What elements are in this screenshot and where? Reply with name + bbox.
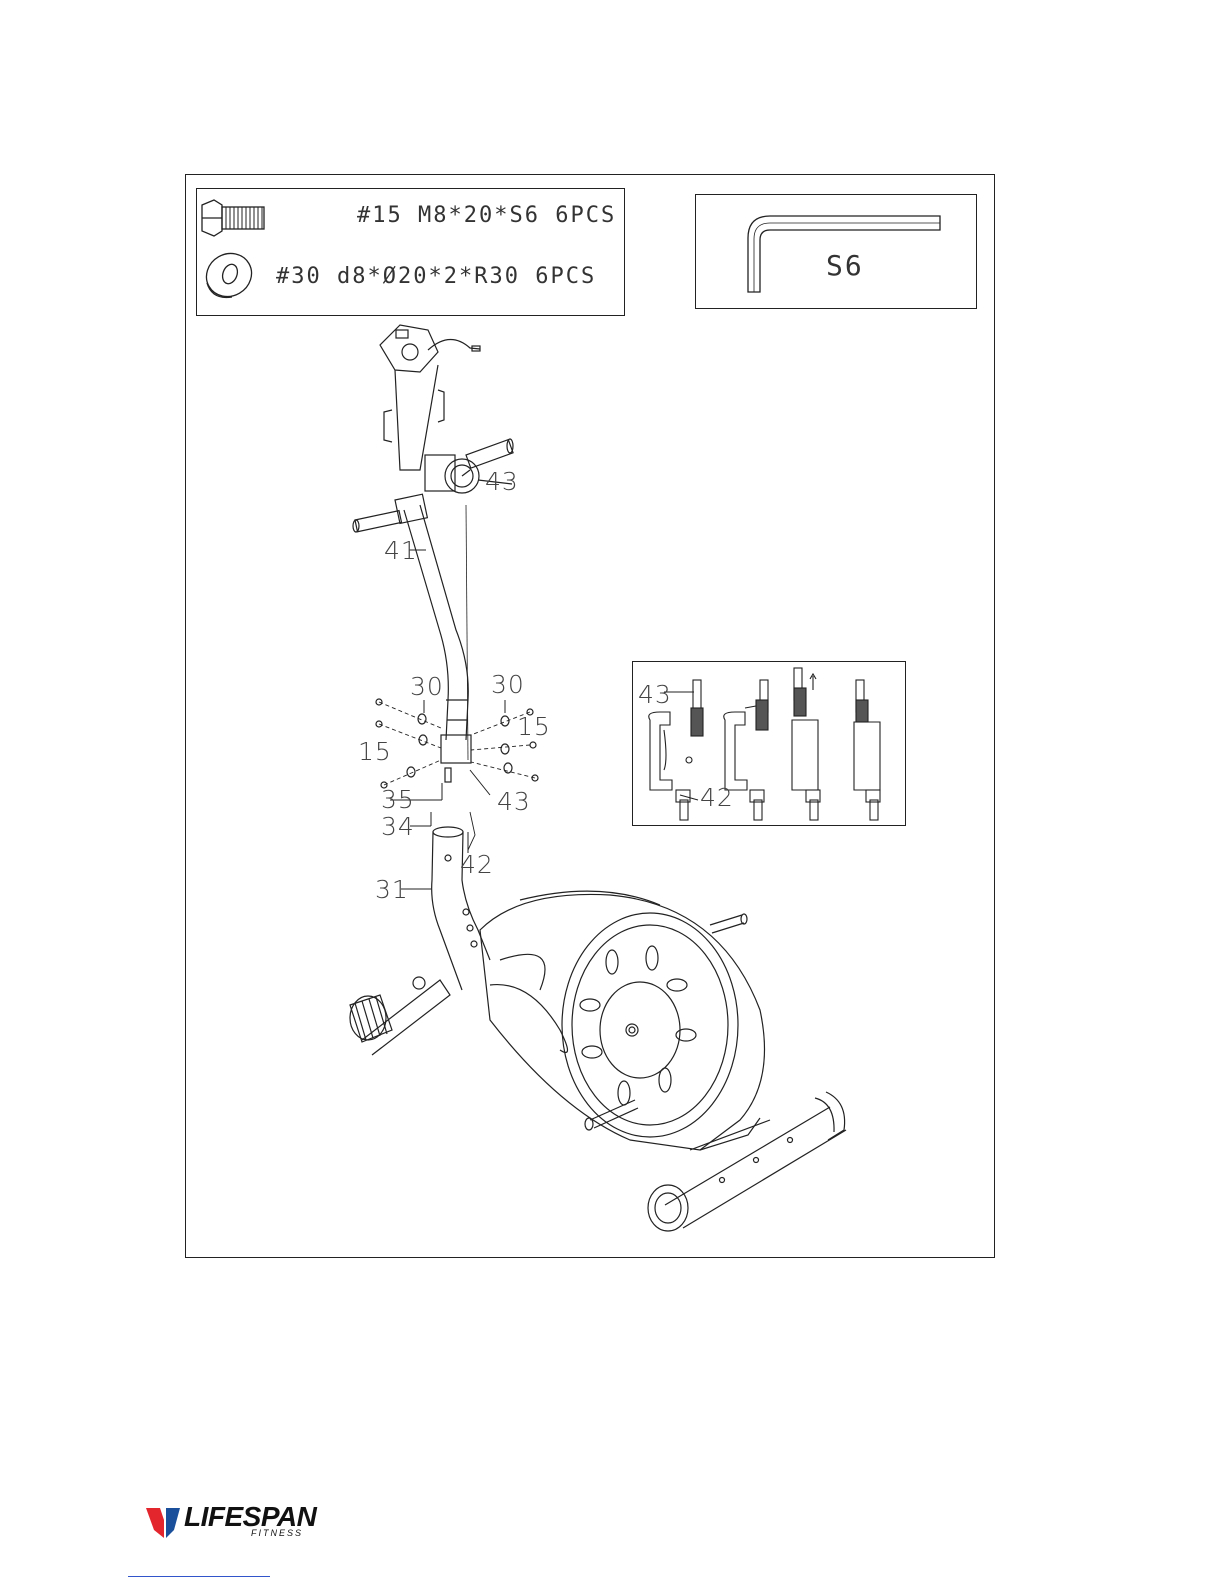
brand-sub: FITNESS — [251, 1528, 303, 1538]
inset-callout-43: 43 — [638, 680, 672, 709]
inset-step-4 — [854, 680, 880, 820]
inset-step-3 — [792, 668, 820, 820]
inset-callout-42: 42 — [700, 783, 734, 812]
footer-link[interactable] — [128, 1576, 270, 1577]
